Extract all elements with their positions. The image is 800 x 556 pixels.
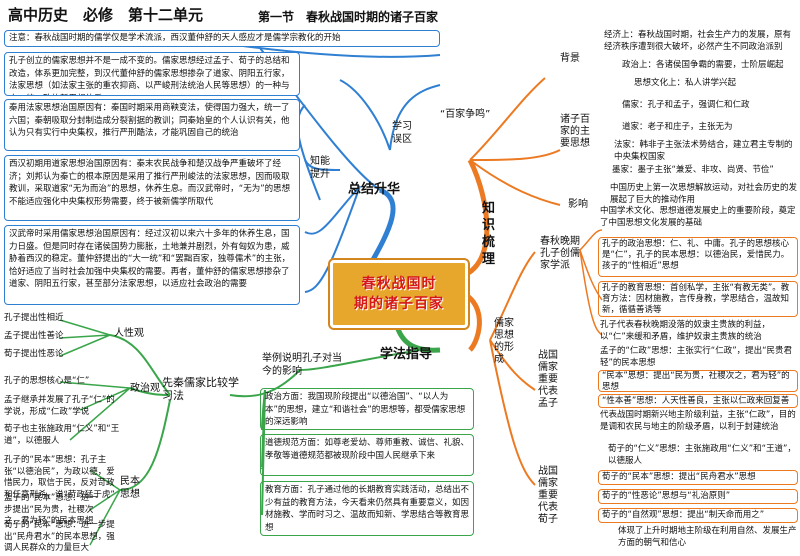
mb-item-1: 孔子的“民本”思想：孔子主张“以德治民”，为政以德，爱惜民力，取信于民，反对苛政… (4, 455, 115, 500)
spring-item-2: 孔子的教育思想：首创私学，主张“有教无类”。教育方法：因材施教，言传身教，学思结… (598, 281, 798, 317)
page-title: 高中历史 必修 第十二单元 (8, 6, 204, 24)
mz-item-3: “性本善”思想：人天性善良，主张以仁政来回复善性 (598, 394, 798, 408)
summary-box-4: 汉武帝时采用儒家思想治国原因有：经过汉初以来六十多年的休养生息，国力日盛。但是同… (4, 225, 300, 305)
inf-item-2: 中国学术文化、思想道德发展史上的重要阶段，奠定了中国思想文化发展的基础 (600, 206, 796, 228)
school-item-1: 儒家：孔子和孟子，强调仁和仁政 (622, 100, 750, 110)
center-line-1: 春秋战国时 (361, 276, 437, 292)
school-item-2: 道家：老子和庄子，主张无为 (622, 122, 733, 132)
summary-label: 总结升华 (348, 182, 401, 197)
method-label: 学法指导 (380, 347, 433, 362)
spring-item-1: 孔子的政治思想：仁、礼、中庸。孔子的思想核心是“仁”，孔子的民本思想：以德治民，… (598, 237, 798, 277)
minben-label: 民本思想 (120, 476, 140, 500)
xz-item-1: 荀子的“仁义”思想：主张施政用“仁义”和“王道”，以德服人 (608, 444, 796, 466)
xz-item-5: 体现了上升时期地主阶级在利用自然、发展生产方面的朝气和信心 (618, 526, 797, 548)
xz-item-3: 荀子的“性恶论”思想与“礼治原则” (598, 489, 798, 504)
pol-item-3: 荀子也主张施政用“仁义”和“王道”，以德服人 (4, 424, 120, 446)
mencius-label: 战国儒家重要代表孟子 (538, 350, 558, 409)
inf-item-1: 中国历史上第一次思想解放运动，对社会历史的发展起了巨大的推动作用 (610, 183, 798, 205)
hn-item-1: 孔子提出性相近 (4, 313, 64, 323)
study-area-label: 学习误区 (392, 121, 412, 145)
schools-label: 诸子百家的主要思想 (560, 114, 590, 149)
summary-box-3: 西汉初期用道家思想治国原因有：秦末农民战争和楚汉战争严重破坏了经济；刘邦认为秦亡… (4, 155, 300, 221)
knowledge-tree-label: 知识梳理 (482, 201, 496, 267)
knowledge-label: 知能提升 (310, 156, 330, 180)
mz-item-1: 孟子的“仁政”思想：主张实行“仁政”，提出“民贵君轻”的民本思想 (600, 346, 793, 368)
compare-label: 先秦儒家比较学习法 (162, 376, 239, 402)
xz-item-2: 荀子的“民本”思想：提出“民舟君水”思想 (598, 470, 798, 485)
human-nature-label: 人性观 (114, 328, 144, 339)
page-subtitle: 第一节 春秋战国时期的诸子百家 (258, 10, 439, 24)
school-item-4: 墨家：墨子主张“兼爱、非攻、尚贤、节俭” (612, 165, 774, 175)
pol-item-1: 孔子的思想核心是“仁” (4, 376, 90, 386)
spring-item-3: 孔子代表春秋晚期没落的奴隶主贵族的利益，以“仁”来缓和矛盾，维护奴隶主贵族的统治 (600, 320, 771, 342)
hn-item-2: 孟子提出性善论 (4, 331, 64, 341)
center-line-2: 期的诸子百家 (354, 296, 444, 312)
school-item-3: 法家：韩非子主张法术势结合，建立君主专制的中央集权国家 (614, 140, 793, 162)
bjzm-label: “百家争鸣” (440, 109, 491, 120)
confucian-label: 儒家思想的形成 (494, 318, 514, 365)
example-box-1: 政治方面：我国现阶段提出“以德治国”、“以人为本”的思想，建立“和谐社会”的思想… (260, 388, 474, 430)
bg-item-1: 经济上：春秋战国时期，社会生产力的发展，原有经济秩序遭到很大破坏，必然产生不同政… (604, 30, 792, 52)
spring-label: 春秋晚期孔子创儒家学派 (540, 236, 580, 271)
example-box-2: 道德规范方面：如尊老爱幼、尊师重教、诚信、礼貌、孝敬等道德规范都被现阶段中国人民… (260, 434, 474, 476)
mz-item-4: 代表战国时期新兴地主阶级利益，主张“仁政”，目的是调和农民与地主的阶级矛盾，以利… (600, 410, 796, 432)
center-topic: 春秋战国时 期的诸子百家 (330, 260, 468, 328)
bg-item-3: 思想文化上：私人讲学兴起 (634, 78, 737, 88)
example-box-3: 教育方面：孔子通过他的长期教育实践活动，总结出不少有益的教育方法，今天看来仍然具… (260, 481, 474, 536)
top-note: 注意：春秋战国时期的儒学仅是学术流派，西汉董仲舒的天人感应才是儒学宗教化的开始 (4, 30, 440, 47)
xunzi-label: 战国儒家重要代表荀子 (538, 466, 558, 525)
mb-item-2: 孟子的“民本”思想：进一步提出“民为贵，社稷次之，君为轻”的民本思想 (4, 493, 98, 526)
politics-label: 政治观 (130, 383, 160, 394)
example-label: 举例说明孔子对当今的影响 (262, 353, 342, 377)
mz-item-2: “民本”思想：提出“民为贵，社稷次之，君为轻”的思想 (598, 370, 798, 392)
pol-item-2: 孟子继承并发展了孔子“仁”的学说，形成“仁政”学说 (4, 395, 115, 417)
hn-item-3: 荀子提出性恶论 (4, 349, 64, 359)
summary-box-2: 秦用法家思想治国原因有：秦国时期采用商鞅变法，使得国力强大，统一了六国；秦朝吸取… (4, 99, 300, 151)
mb-item-3: 荀子的“民本”思想：进一步提出“民舟君水”的民本思想，强调人民群众的力量巨大 (4, 520, 115, 553)
influence-label: 影响 (568, 199, 588, 210)
summary-box-1: 孔子创立的儒家思想并不是一成不变的。儒家思想经过孟子、荀子的总结和改造，体系更加… (4, 52, 300, 96)
xz-item-4: 荀子的“自然观”思想：提出“制天命而用之” (598, 508, 798, 523)
background-label: 背景 (560, 53, 580, 64)
bg-item-2: 政治上：各诸侯国争霸的需要，士阶层崛起 (622, 60, 784, 70)
